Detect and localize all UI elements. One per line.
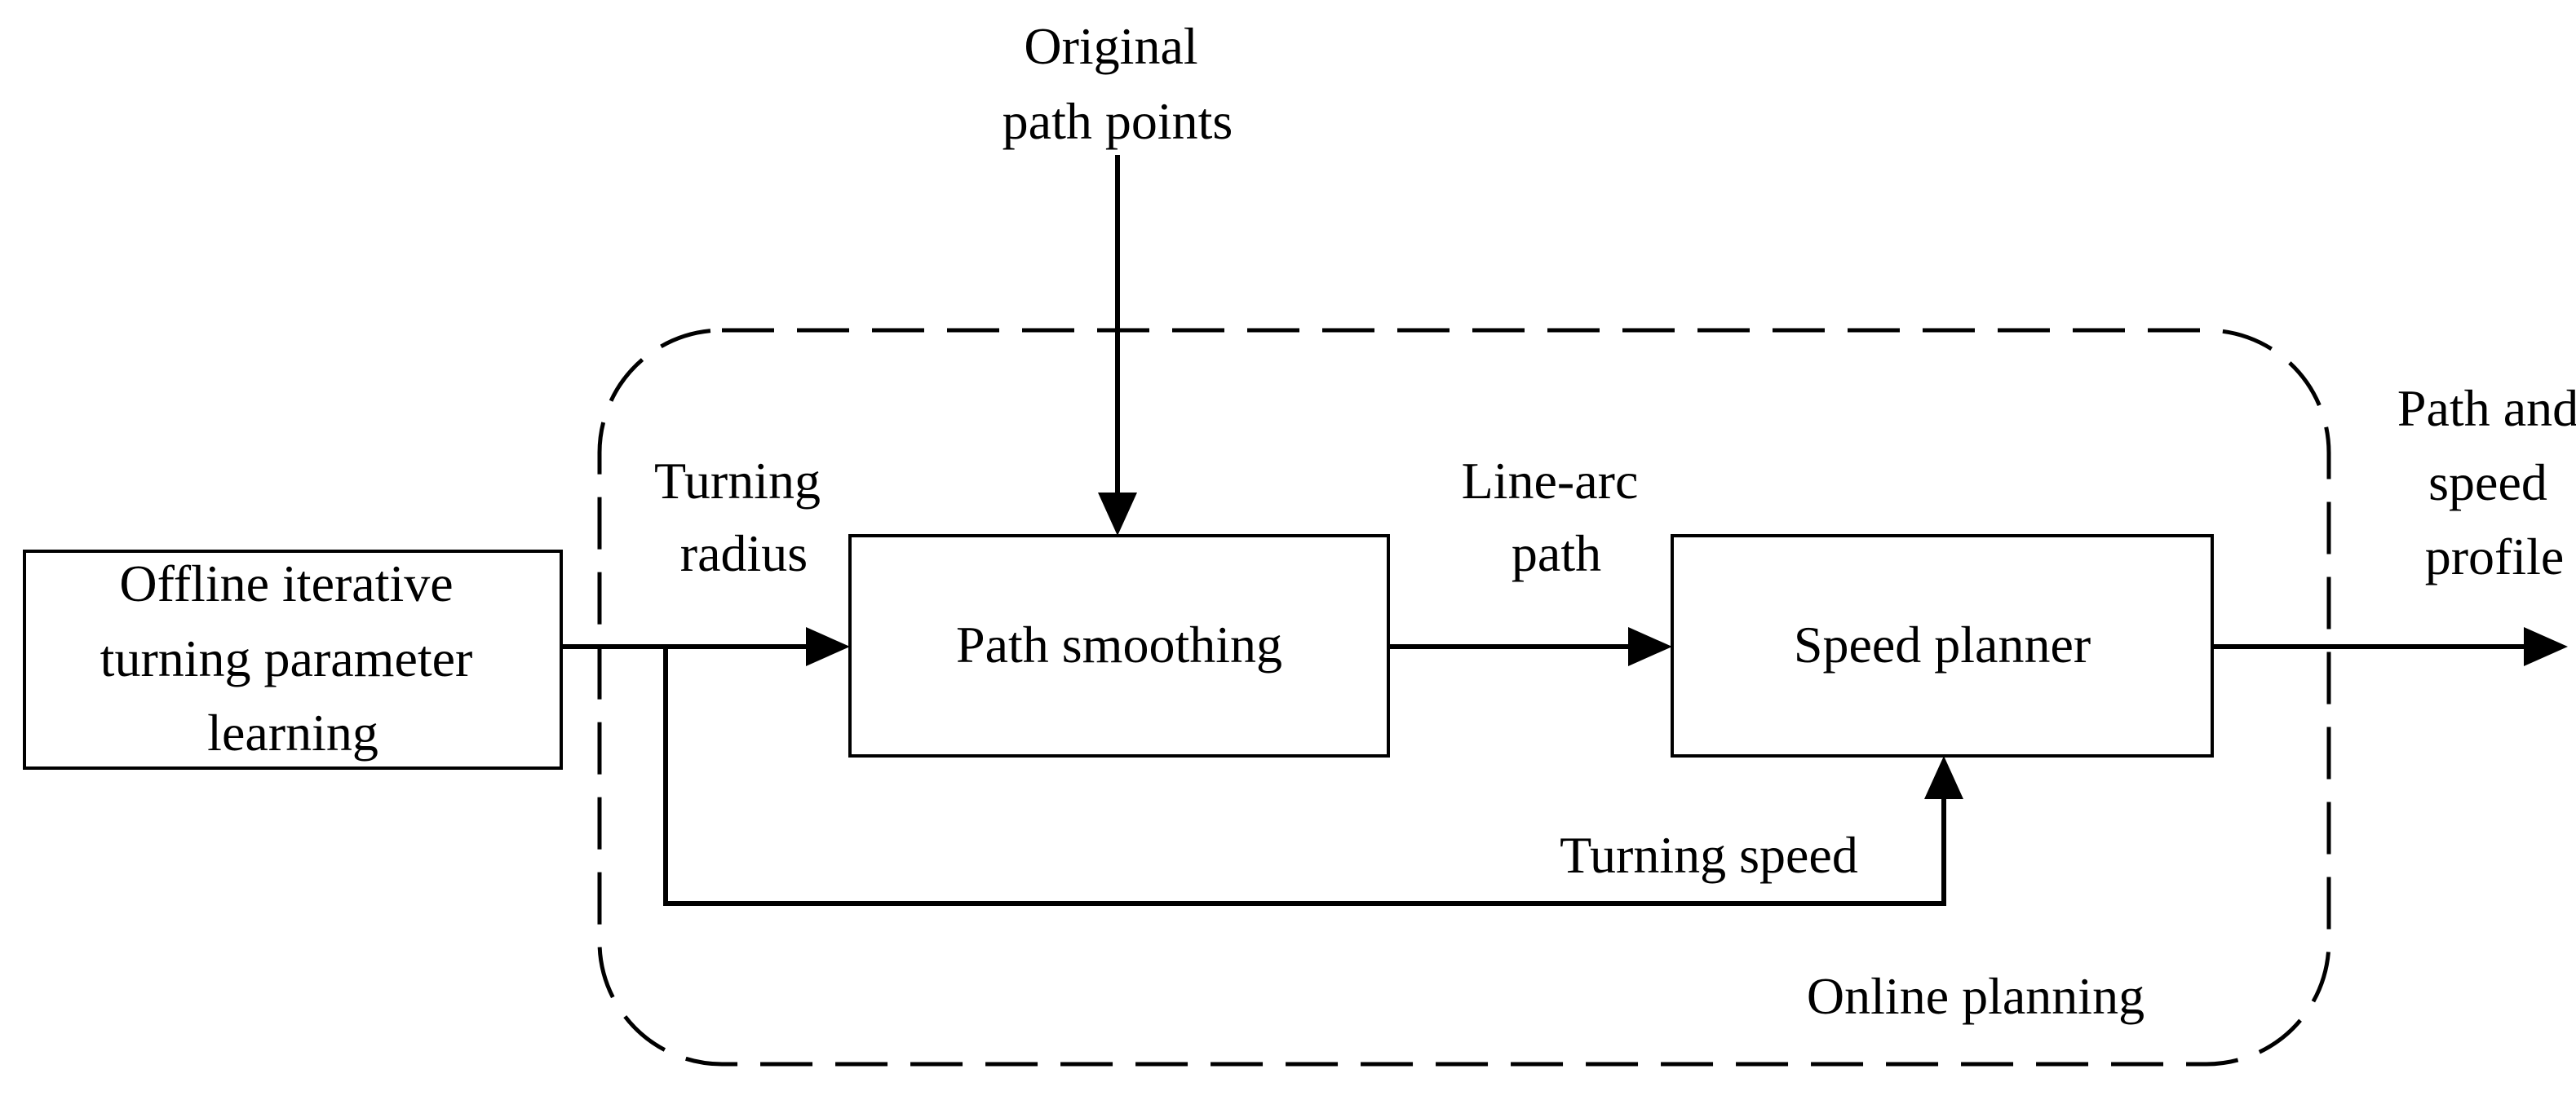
turning-radius-line-2: radius xyxy=(680,524,808,582)
turning-radius-line-1: Turning xyxy=(654,452,821,510)
path-speed-profile-line-2: speed xyxy=(2428,453,2547,511)
turning-radius-label: Turning radius xyxy=(654,452,834,582)
line-arc-path-line-2: path xyxy=(1512,524,1601,582)
path-smoothing-block xyxy=(848,534,1390,758)
speed-planner-label: Speed planner xyxy=(1794,616,2091,674)
arrowhead-right-planner xyxy=(1628,627,1672,666)
original-path-points-line-2: path points xyxy=(1003,92,1233,150)
online-planning-boundary xyxy=(597,328,2331,1067)
original-path-points-line-1: Original xyxy=(1024,17,1197,75)
arrowhead-right-smoothing xyxy=(806,627,850,666)
online-planning-label: Online planning xyxy=(1807,967,2144,1025)
line-arc-path-line-1: Line-arc xyxy=(1462,452,1639,510)
offline-learning-label: Offline iterative turning parameter lear… xyxy=(100,554,486,762)
turning-speed-feedback-line xyxy=(663,647,1946,906)
speed-planner-block xyxy=(1671,534,2214,758)
arrowhead-down-smoothing xyxy=(1098,493,1137,536)
arrowhead-up-planner xyxy=(1924,756,1963,799)
turning-speed-label: Turning speed xyxy=(1560,826,1858,884)
path-smoothing-label: Path smoothing xyxy=(956,616,1282,674)
path-speed-profile-label: Path and speed profile xyxy=(2397,379,2576,585)
arrowhead-right-output xyxy=(2524,627,2568,666)
offline-learning-block xyxy=(23,550,563,770)
original-path-points-label: Original path points xyxy=(1003,17,1233,150)
offline-learning-line-1: Offline iterative xyxy=(119,554,453,612)
path-speed-profile-line-1: Path and xyxy=(2397,379,2576,437)
offline-learning-line-2: turning parameter xyxy=(100,630,473,687)
path-speed-profile-line-3: profile xyxy=(2425,528,2565,585)
line-arc-path-label: Line-arc path xyxy=(1462,452,1652,582)
offline-learning-line-3: learning xyxy=(207,704,378,762)
